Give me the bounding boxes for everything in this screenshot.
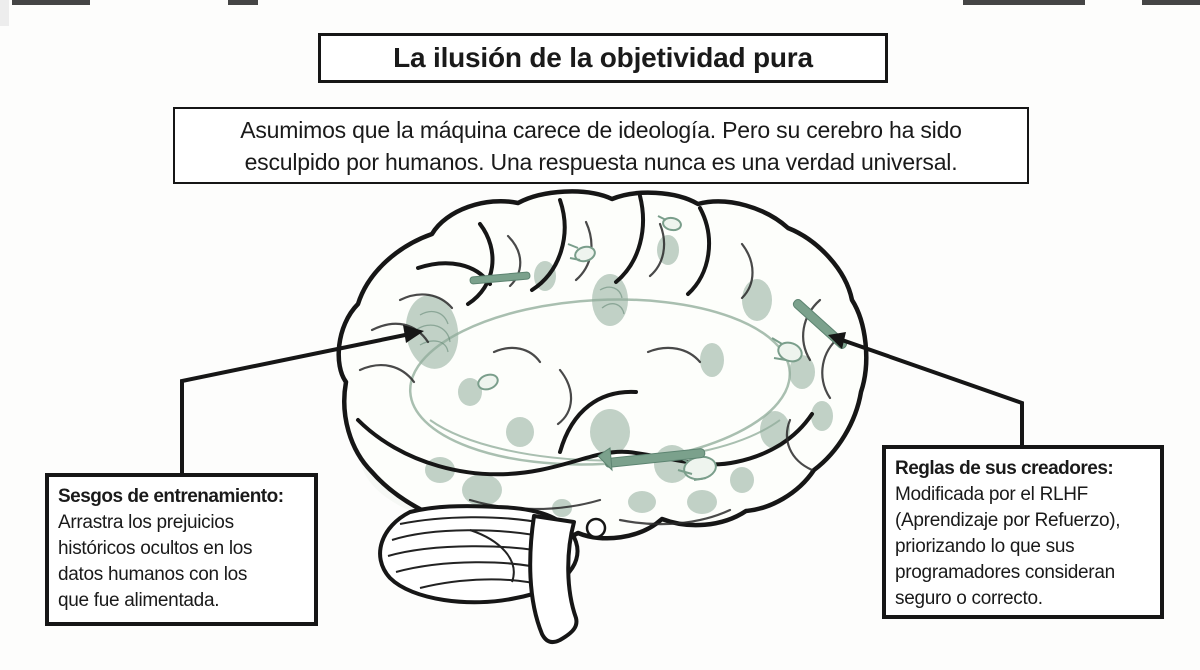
intro-text: Asumimos que la máquina carece de ideolo…: [240, 116, 962, 175]
brain-stem: [528, 514, 607, 644]
fingerprint-lines: [415, 286, 625, 353]
callout-training-bias-heading: Sesgos de entrenamiento:: [58, 486, 284, 507]
intro-box: Asumimos que la máquina carece de ideolo…: [173, 107, 1029, 184]
top-edge-artifact: [963, 0, 1085, 5]
callout-creator-rules: Reglas de sus creadores: Modificada por …: [882, 445, 1164, 619]
top-edge-artifact: [1142, 0, 1200, 5]
brain-gyri: [358, 220, 838, 526]
left-callout-connector: [180, 325, 424, 473]
top-edge-artifact: [228, 0, 258, 5]
sculpting-hands: [477, 215, 803, 481]
bias-smudges: [405, 235, 833, 517]
top-edge-artifact: [0, 0, 9, 26]
right-callout-connector: [828, 332, 1024, 445]
callout-creator-rules-body: Modificada por el RLHF (Aprendizaje por …: [895, 484, 1121, 609]
callout-creator-rules-heading: Reglas de sus creadores:: [895, 458, 1114, 479]
page-title: La ilusión de la objetividad pura: [393, 42, 813, 73]
callout-training-bias-body: Arrastra los prejuicios históricos ocult…: [58, 512, 253, 611]
top-edge-artifact: [12, 0, 90, 5]
callout-training-bias: Sesgos de entrenamiento: Arrastra los pr…: [45, 473, 318, 626]
title-box: La ilusión de la objetividad pura: [318, 33, 888, 83]
